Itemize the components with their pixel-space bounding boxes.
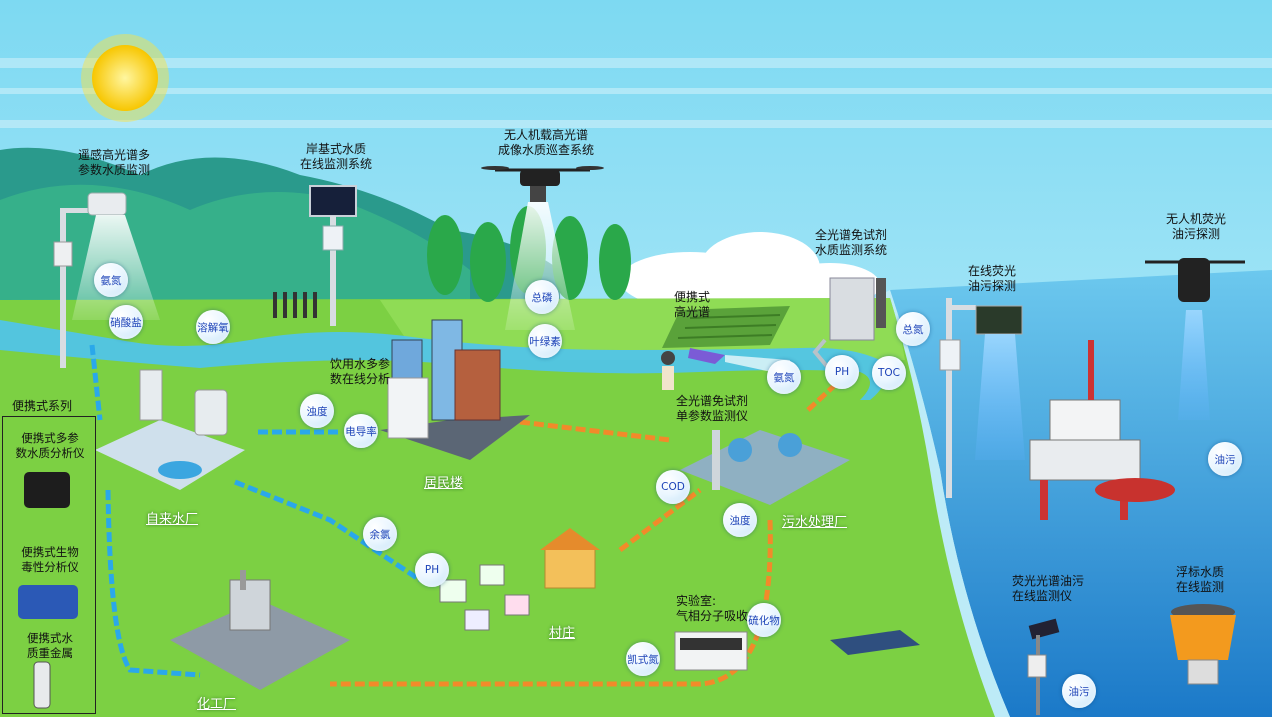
portable-devices bbox=[18, 472, 78, 709]
chemical-plant bbox=[170, 570, 350, 690]
bubble-ammonia: 氨氮 bbox=[94, 263, 128, 297]
solar-panels bbox=[830, 630, 920, 655]
buoy-device bbox=[1170, 604, 1236, 685]
farmland bbox=[662, 306, 790, 348]
bubble-text: 氨氮 bbox=[773, 371, 795, 384]
bubble-text: 叶绿素 bbox=[529, 335, 561, 348]
bubble-oil-2: 油污 bbox=[1062, 674, 1096, 708]
bubble-text: 油污 bbox=[1214, 453, 1236, 466]
bubble-kjeldahl: 凯式氮 bbox=[626, 642, 660, 676]
bubble-text: PH bbox=[834, 366, 850, 378]
bubble-total-nitrogen: 总氮 bbox=[896, 312, 930, 346]
bubble-toc: TOC bbox=[872, 356, 906, 390]
label-fluor-spectrum-oil: 荧光光谱油污在线监测仪 bbox=[1012, 574, 1085, 603]
label-drinking-water: 饮用水多参数在线分析 bbox=[330, 357, 391, 386]
bubble-chlorophyll: 叶绿素 bbox=[528, 324, 562, 358]
label-portable-multi-param: 便携式多参数水质分析仪 bbox=[15, 431, 85, 460]
online-fluorescence-station bbox=[939, 298, 1025, 498]
place-waterworks: 自来水厂 bbox=[146, 512, 199, 527]
bubble-text: TOC bbox=[877, 367, 900, 379]
sun-icon bbox=[81, 34, 169, 122]
label-portable-hyperspectral: 便携式高光谱 bbox=[674, 290, 711, 319]
label-remote-sensing: 遥感高光谱多参数水质监测 bbox=[78, 148, 151, 177]
label-full-spectrum-single: 全光谱免试剂单参数监测仪 bbox=[676, 394, 749, 423]
label-portable-bio-toxicity: 便携式生物毒性分析仪 bbox=[21, 545, 79, 574]
bubble-text: 浊度 bbox=[729, 514, 751, 527]
bubble-ammonia-2: 氨氮 bbox=[767, 360, 801, 394]
uav-fluorescence-drone bbox=[1145, 258, 1245, 420]
bubble-turbidity-2: 浊度 bbox=[723, 503, 757, 537]
waterworks-plant bbox=[95, 369, 245, 490]
sewage-plant bbox=[680, 430, 850, 505]
bubble-text: 电导率 bbox=[345, 425, 377, 438]
bubble-text: 溶解氧 bbox=[197, 321, 229, 334]
bubble-cod: COD bbox=[656, 470, 690, 504]
lab-instrument bbox=[674, 631, 748, 671]
portable-series-panel: 便携式多参数水质分析仪 便携式生物毒性分析仪 便携式水质重金属 bbox=[2, 416, 96, 714]
bubble-ph-2: PH bbox=[415, 553, 449, 587]
label-uav-fluor-oil: 无人机荧光油污探测 bbox=[1166, 212, 1227, 241]
bubble-nitrate: 硝酸盐 bbox=[109, 305, 143, 339]
bubble-text: 油污 bbox=[1068, 685, 1090, 698]
bubble-text: 硫化物 bbox=[748, 614, 780, 627]
bubble-residual-chlorine: 余氯 bbox=[363, 517, 397, 551]
blue-pipelines bbox=[89, 344, 422, 678]
bubble-text: 总磷 bbox=[531, 291, 553, 304]
residential-buildings bbox=[380, 319, 530, 460]
orange-pipelines bbox=[330, 383, 837, 687]
full-spectrum-cabinet bbox=[812, 277, 886, 372]
label-portable-series: 便携式系列 bbox=[12, 399, 73, 413]
label-online-fluor-oil: 在线荧光油污探测 bbox=[968, 264, 1017, 293]
label-shore-station: 岸基式水质在线监测系统 bbox=[300, 142, 373, 171]
label-full-spectrum-system: 全光谱免试剂水质监测系统 bbox=[815, 228, 888, 257]
label-buoy: 浮标水质在线监测 bbox=[1176, 565, 1225, 594]
village-houses bbox=[439, 528, 600, 631]
bubble-text: 硝酸盐 bbox=[110, 316, 142, 329]
label-uav-hyperspectral: 无人机载高光谱成像水质巡查系统 bbox=[498, 128, 595, 157]
bubble-text: 余氯 bbox=[369, 528, 391, 541]
place-residential: 居民楼 bbox=[424, 476, 464, 491]
bubble-oil: 油污 bbox=[1208, 442, 1242, 476]
label-portable-heavy-metal: 便携式水质重金属 bbox=[27, 631, 73, 660]
place-village: 村庄 bbox=[549, 626, 576, 641]
bubble-text: 总氮 bbox=[902, 323, 924, 336]
oil-platform bbox=[1029, 340, 1175, 520]
shore-station bbox=[273, 185, 357, 326]
bubble-sulfide: 硫化物 bbox=[747, 603, 781, 637]
bubble-ph: PH bbox=[825, 355, 859, 389]
bubble-conductivity: 电导率 bbox=[344, 414, 378, 448]
bubble-text: 浊度 bbox=[306, 405, 328, 418]
bubble-text: COD bbox=[661, 481, 685, 493]
label-lab-analyzer: 实验室:气相分子吸收 bbox=[676, 594, 749, 623]
bubble-turbidity: 浊度 bbox=[300, 394, 334, 428]
place-chemical-plant: 化工厂 bbox=[197, 697, 237, 712]
bubble-text: PH bbox=[424, 564, 440, 576]
bubble-text: 凯式氮 bbox=[627, 653, 659, 666]
bubble-total-phosphorus: 总磷 bbox=[525, 280, 559, 314]
fluor-spectrum-oil-station bbox=[1027, 618, 1060, 715]
bubble-text: 氨氮 bbox=[100, 274, 122, 287]
place-sewage-plant: 污水处理厂 bbox=[782, 515, 848, 530]
bubble-dissolved-oxygen: 溶解氧 bbox=[196, 310, 230, 344]
clouds bbox=[620, 232, 880, 308]
